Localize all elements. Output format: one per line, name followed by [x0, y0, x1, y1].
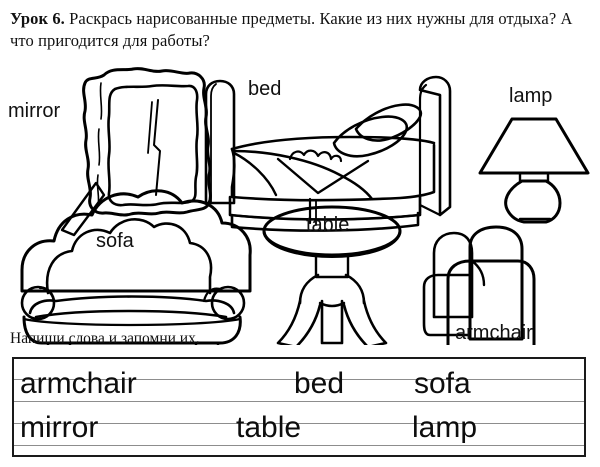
word-armchair: armchair: [20, 367, 137, 400]
sofa-drawing: [20, 189, 252, 345]
word-bed: bed: [294, 367, 345, 400]
word-row-1: armchair bed sofa: [14, 367, 584, 411]
label-armchair: armchair: [455, 322, 533, 344]
armchair-drawing: [422, 225, 536, 345]
ruling-line-3: [14, 423, 584, 424]
ruling-line-2: [14, 401, 584, 402]
mirror-drawing: [60, 67, 212, 237]
page-instruction-header: Урок 6. Раскрась нарисованные предметы. …: [10, 8, 592, 52]
word-practice-box: armchair bed sofa mirror table lamp: [12, 357, 586, 457]
instruction-line-1: Раскрась нарисованные предметы. Какие из…: [69, 9, 413, 28]
illustration-area: mirror bed lamp sofa table armchair: [0, 55, 600, 345]
lamp-drawing: [478, 117, 590, 224]
label-bed: bed: [248, 78, 281, 100]
lesson-number: Урок 6.: [10, 9, 65, 28]
word-lamp: lamp: [412, 411, 478, 444]
ruling-line-4: [14, 445, 584, 446]
word-row-2: mirror table lamp: [14, 411, 584, 455]
bed-drawing: [204, 75, 452, 232]
write-words-instruction: Напиши слова и запомни их.: [10, 330, 200, 347]
word-mirror: mirror: [20, 411, 99, 444]
word-table: table: [236, 411, 302, 444]
label-lamp: lamp: [509, 85, 552, 107]
table-drawing: [262, 205, 402, 345]
furniture-line-art: mirror bed lamp sofa table armchair: [8, 67, 590, 345]
instruction-line-2: нужны для отдыха? А что пригодится для р…: [10, 9, 573, 50]
label-table: table: [306, 214, 349, 236]
word-sofa: sofa: [414, 367, 471, 400]
label-mirror: mirror: [8, 100, 61, 122]
ruling-line-1: [14, 379, 584, 380]
label-sofa: sofa: [96, 230, 135, 252]
